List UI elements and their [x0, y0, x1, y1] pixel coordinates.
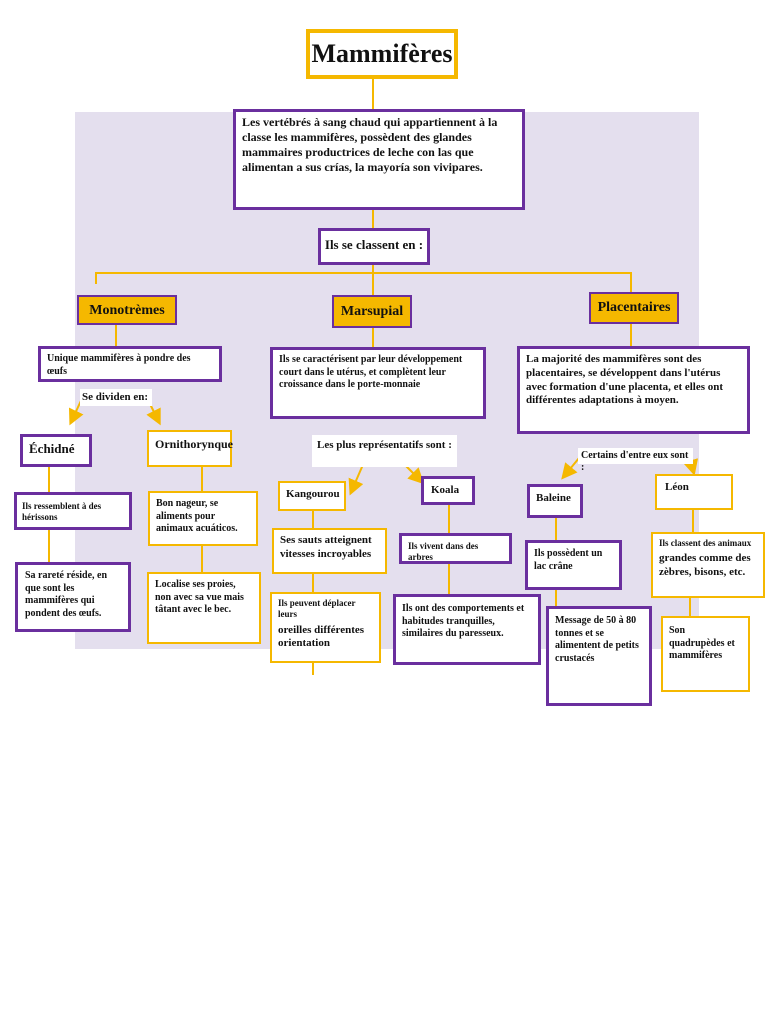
connector — [115, 323, 117, 347]
monotremes-sub-text: Se dividen en: — [82, 391, 149, 403]
leon-fact1-main: grandes comme des zèbres, bisons, etc. — [659, 552, 751, 578]
echidne-box: Échidné — [20, 434, 92, 467]
kangourou-fact2-box: Ils peuvent déplacer leurs oreilles diff… — [270, 592, 381, 663]
connector — [48, 530, 50, 562]
placentaires-title: Placentaires — [597, 300, 671, 315]
page-title: Mammifères — [311, 39, 453, 68]
leon-box: Léon — [655, 474, 733, 510]
kangourou-fact2-small: Ils peuvent déplacer leurs — [278, 598, 356, 620]
koala-fact2: Ils ont des comportements et habitudes t… — [402, 603, 525, 639]
monotremes-desc: Unique mammifères à pondre des œufs — [47, 353, 191, 377]
marsupial-title: Marsupial — [340, 304, 404, 319]
connector — [372, 209, 374, 231]
monotremes-sub-label: Se dividen en: — [80, 389, 152, 406]
connector — [201, 467, 203, 491]
baleine-fact1: Ils possèdent un lac crâne — [534, 548, 603, 572]
ornithorynque-box: Ornithorynque — [147, 430, 234, 467]
connector — [312, 574, 314, 592]
leon-fact1-small: Ils classent des animaux — [659, 538, 752, 548]
kangourou-fact1: Ses sauts atteignent vitesses incroyable… — [280, 534, 372, 560]
placentaires-sub-text: Certains d'entre eux sont : — [581, 450, 689, 473]
kangourou-box: Kangourou — [278, 481, 346, 511]
connector — [555, 518, 557, 540]
koala-title: Koala — [431, 484, 460, 496]
kangourou-title: Kangourou — [286, 488, 340, 500]
baleine-fact1-box: Ils possèdent un lac crâne — [525, 540, 622, 590]
connector — [372, 273, 374, 295]
monotremes-desc-box: Unique mammifères à pondre des œufs — [38, 346, 222, 382]
title-box: Mammifères — [306, 29, 458, 79]
baleine-box: Baleine — [527, 484, 583, 518]
ornithorynque-title: Ornithorynque — [155, 437, 234, 451]
placentaires-header: Placentaires — [589, 292, 679, 324]
ornithorynque-fact1-box: Bon nageur, se aliments pour animaux acu… — [148, 491, 258, 546]
baleine-fact2-box: Message de 50 à 80 tonnes et se alimente… — [546, 606, 652, 706]
echidne-title: Échidné — [29, 441, 75, 456]
connector — [630, 272, 632, 292]
marsupial-sub-text: Les plus représentatifs sont : — [317, 439, 452, 451]
classify-label: Ils se classent en : — [324, 237, 424, 252]
kangourou-fact2-main: oreilles différentes orientation — [278, 623, 365, 650]
koala-fact2-box: Ils ont des comportements et habitudes t… — [393, 594, 541, 665]
classify-box: Ils se classent en : — [318, 228, 430, 265]
monotremes-title: Monotrèmes — [89, 303, 165, 318]
ornithorynque-fact1: Bon nageur, se aliments pour animaux acu… — [156, 498, 238, 534]
ornithorynque-fact2-box: Localise ses proies, non avec sa vue mai… — [147, 572, 261, 644]
koala-fact1-box: Ils vivent dans des arbres — [399, 533, 512, 564]
connector — [689, 598, 691, 616]
connector — [448, 564, 450, 594]
connector — [95, 272, 97, 284]
monotremes-header: Monotrèmes — [77, 295, 177, 325]
connector — [48, 465, 50, 492]
placentaires-sub-label: Certains d'entre eux sont : — [578, 448, 693, 473]
kangourou-fact1-box: Ses sauts atteignent vitesses incroyable… — [272, 528, 387, 574]
leon-fact1-box: Ils classent des animaux grandes comme d… — [651, 532, 765, 598]
connector — [372, 328, 374, 348]
connector — [201, 546, 203, 572]
placentaires-desc-box: La majorité des mammifères sont des plac… — [517, 346, 750, 434]
connector — [312, 511, 314, 528]
leon-fact2: Son quadrupèdes et mammifères — [669, 625, 735, 661]
definition-box: Les vertébrés à sang chaud qui appartien… — [233, 109, 525, 210]
connector — [630, 323, 632, 347]
echidne-fact1: Ils ressemblent à des hérissons — [22, 501, 102, 523]
echidne-fact1-box: Ils ressemblent à des hérissons — [14, 492, 132, 530]
echidne-fact2-box: Sa rareté réside, en que sont les mammif… — [15, 562, 131, 632]
connector — [95, 272, 632, 274]
leon-title: Léon — [665, 481, 689, 493]
koala-box: Koala — [421, 476, 475, 505]
ornithorynque-fact2: Localise ses proies, non avec sa vue mai… — [155, 579, 244, 615]
definition-text: Les vertébrés à sang chaud qui appartien… — [242, 115, 498, 174]
placentaires-desc: La majorité des mammifères sont des plac… — [526, 353, 724, 407]
marsupial-desc-box: Ils se caractérisent par leur développem… — [270, 347, 486, 419]
koala-fact1: Ils vivent dans des arbres — [408, 541, 479, 563]
connector — [372, 79, 374, 112]
baleine-title: Baleine — [536, 492, 571, 504]
marsupial-desc: Ils se caractérisent par leur développem… — [279, 354, 463, 390]
connector — [555, 590, 557, 606]
marsupial-header: Marsupial — [332, 295, 412, 328]
connector — [312, 663, 314, 675]
echidne-fact2: Sa rareté réside, en que sont les mammif… — [25, 570, 108, 619]
connector — [448, 505, 450, 533]
connector — [692, 510, 694, 532]
leon-fact2-box: Son quadrupèdes et mammifères — [661, 616, 750, 692]
connector — [372, 263, 374, 273]
marsupial-sub-label: Les plus représentatifs sont : — [312, 435, 457, 467]
baleine-fact2: Message de 50 à 80 tonnes et se alimente… — [555, 615, 639, 664]
